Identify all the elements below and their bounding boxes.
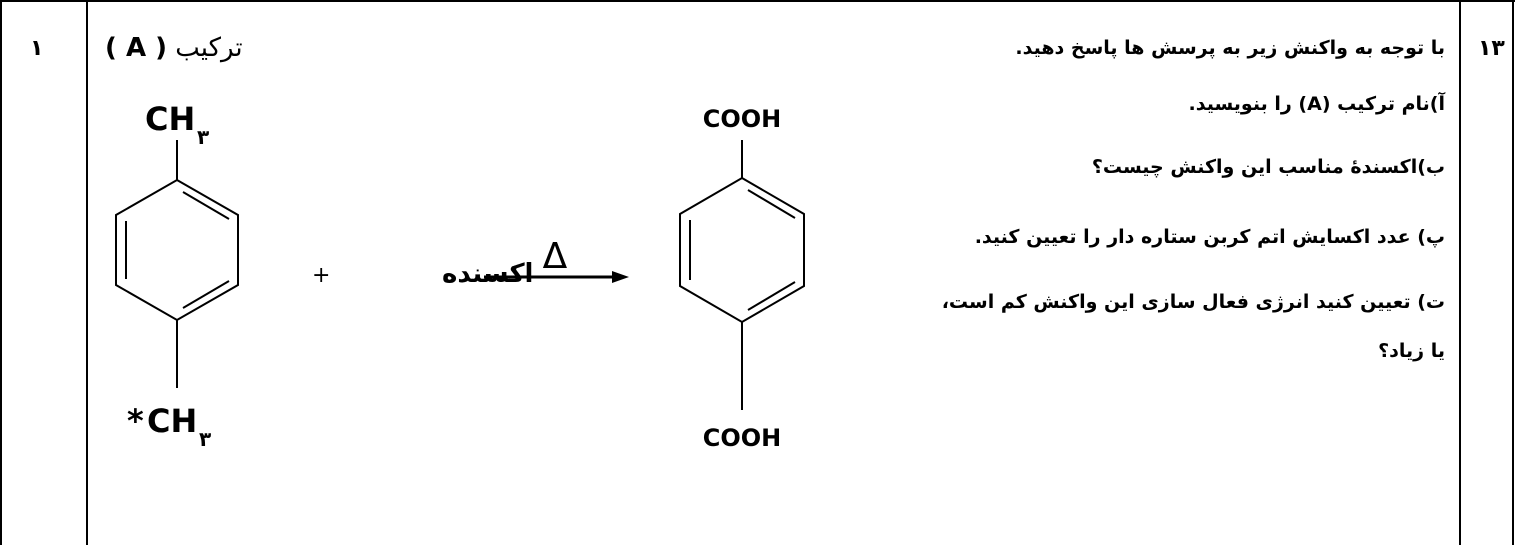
reactant-bottom-sub: ۳ [199,427,211,451]
product-double-bond-lower [747,281,796,311]
compound-a-label: ترکیب ( A ) [105,33,243,63]
reactant-double-bond-upper [182,191,230,220]
question-part-a: آ)نام ترکیب (A) را بنویسید. [1188,93,1446,115]
score-column-divider [86,0,88,545]
compound-letter: ( A ) [105,33,167,63]
product-top-group: COOH [703,105,782,133]
question-intro: با توجه به واکنش زیر به پرسش ها پاسخ دهی… [1015,37,1445,59]
reaction-arrow: Δ [484,236,629,283]
reactant-top-sub: ۳ [197,125,209,149]
question-part-d-continued: یا زیاد؟ [1378,340,1445,362]
plus-sign: + [312,263,330,288]
product-double-bond-upper [747,189,796,219]
number-column-divider [1459,0,1461,545]
question-part-d: ت) تعیین کنید انرژی فعال سازی این واکنش … [941,291,1445,313]
question-number: ۱۳ [1478,36,1505,61]
reactant-double-bond-lower [182,280,230,309]
star-marker: * [127,402,144,440]
heat-delta: Δ [543,236,568,277]
oxidant-label: اکسنده [442,259,533,289]
arrow-head [612,271,629,283]
reactant-top-ch: CH [145,100,195,138]
product-bottom-group: COOH [703,424,782,452]
question-part-c: پ) عدد اکسایش اتم کربن ستاره دار را تعیی… [974,226,1445,248]
question-part-b: ب)اکسندۀ مناسب این واکنش چیست؟ [1091,156,1445,178]
table-top-border [0,0,1515,2]
product-structure: COOH COOH [679,105,805,452]
table-left-border [0,0,2,545]
product-benzene-ring [679,176,805,324]
reactant-structure: CH ۳ * CH ۳ [115,100,239,451]
question-score: ۱ [30,36,44,61]
table-right-border [1512,0,1514,545]
reactant-benzene-ring [115,178,239,322]
reactant-bottom-ch: CH [147,402,197,440]
compound-word: ترکیب [175,33,243,63]
